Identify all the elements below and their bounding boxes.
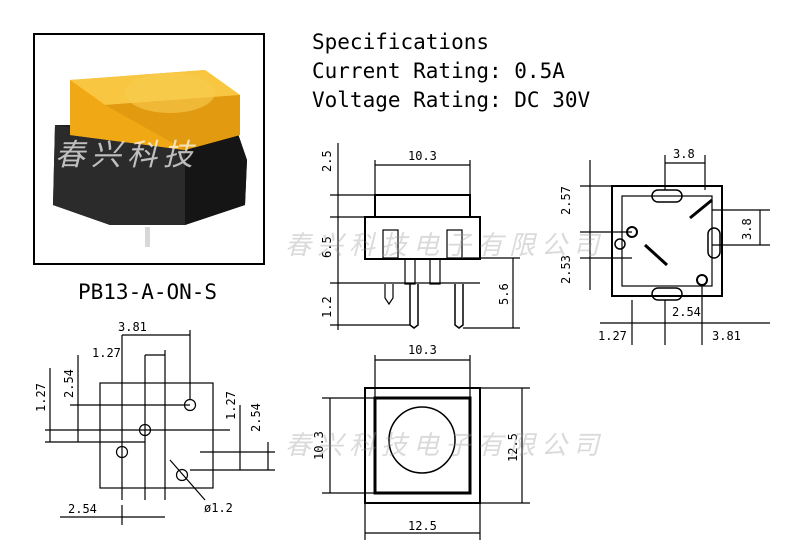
dim-bottom-bleft: 1.27 bbox=[598, 329, 627, 343]
dim-top-outerh: 12.5 bbox=[506, 433, 520, 462]
watermark-1: 春兴科技电子有限公司 bbox=[285, 231, 606, 261]
dim-top-height: 10.3 bbox=[312, 431, 326, 460]
dim-side-width: 10.3 bbox=[408, 149, 437, 163]
dim-bottom-leftbot: 2.53 bbox=[559, 255, 573, 284]
dim-side-cap: 2.5 bbox=[320, 150, 334, 172]
top-view bbox=[322, 355, 530, 540]
photo-watermark: 春兴科技 bbox=[55, 138, 199, 173]
dim-side-pinlen: 5.6 bbox=[497, 283, 511, 305]
dim-top-outerw: 12.5 bbox=[408, 519, 437, 533]
bottom-view bbox=[580, 155, 770, 345]
dim-bottom-right: 3.8 bbox=[740, 218, 754, 240]
dim-bottom-lefttop: 2.57 bbox=[559, 186, 573, 215]
dim-top-width: 10.3 bbox=[408, 343, 437, 357]
dim-pcb-rightv2: 2.54 bbox=[249, 403, 263, 432]
dim-pcb-leftv2: 1.27 bbox=[34, 383, 48, 412]
dim-bottom-bmid: 2.54 bbox=[672, 305, 701, 319]
dim-side-body: 6.5 bbox=[320, 236, 334, 258]
dim-side-pin: 1.2 bbox=[320, 296, 334, 318]
watermark-2: 春兴科技电子有限公司 bbox=[285, 431, 606, 461]
spec-voltage: Voltage Rating: DC 30V bbox=[312, 88, 591, 112]
dim-pcb-leftv: 2.54 bbox=[62, 369, 76, 398]
dim-bottom-bright: 3.81 bbox=[712, 329, 741, 343]
dim-pcb-rightv: 1.27 bbox=[224, 391, 238, 420]
switch-render bbox=[53, 70, 247, 247]
spec-heading: Specifications bbox=[312, 30, 490, 54]
dim-pcb-top: 3.81 bbox=[118, 320, 147, 334]
specifications: Specifications Current Rating: 0.5A Volt… bbox=[312, 28, 590, 115]
spec-current: Current Rating: 0.5A bbox=[312, 59, 565, 83]
dim-pcb-hole: ø1.2 bbox=[204, 501, 233, 515]
part-number: PB13-A-ON-S bbox=[78, 280, 218, 304]
dim-pcb-bottom: 2.54 bbox=[68, 502, 97, 516]
pcb-layout bbox=[45, 330, 275, 525]
product-photo: 春兴科技 bbox=[33, 33, 265, 265]
dim-bottom-top: 3.8 bbox=[673, 147, 695, 161]
dim-pcb-mid: 1.27 bbox=[92, 346, 121, 360]
side-view bbox=[330, 143, 520, 330]
